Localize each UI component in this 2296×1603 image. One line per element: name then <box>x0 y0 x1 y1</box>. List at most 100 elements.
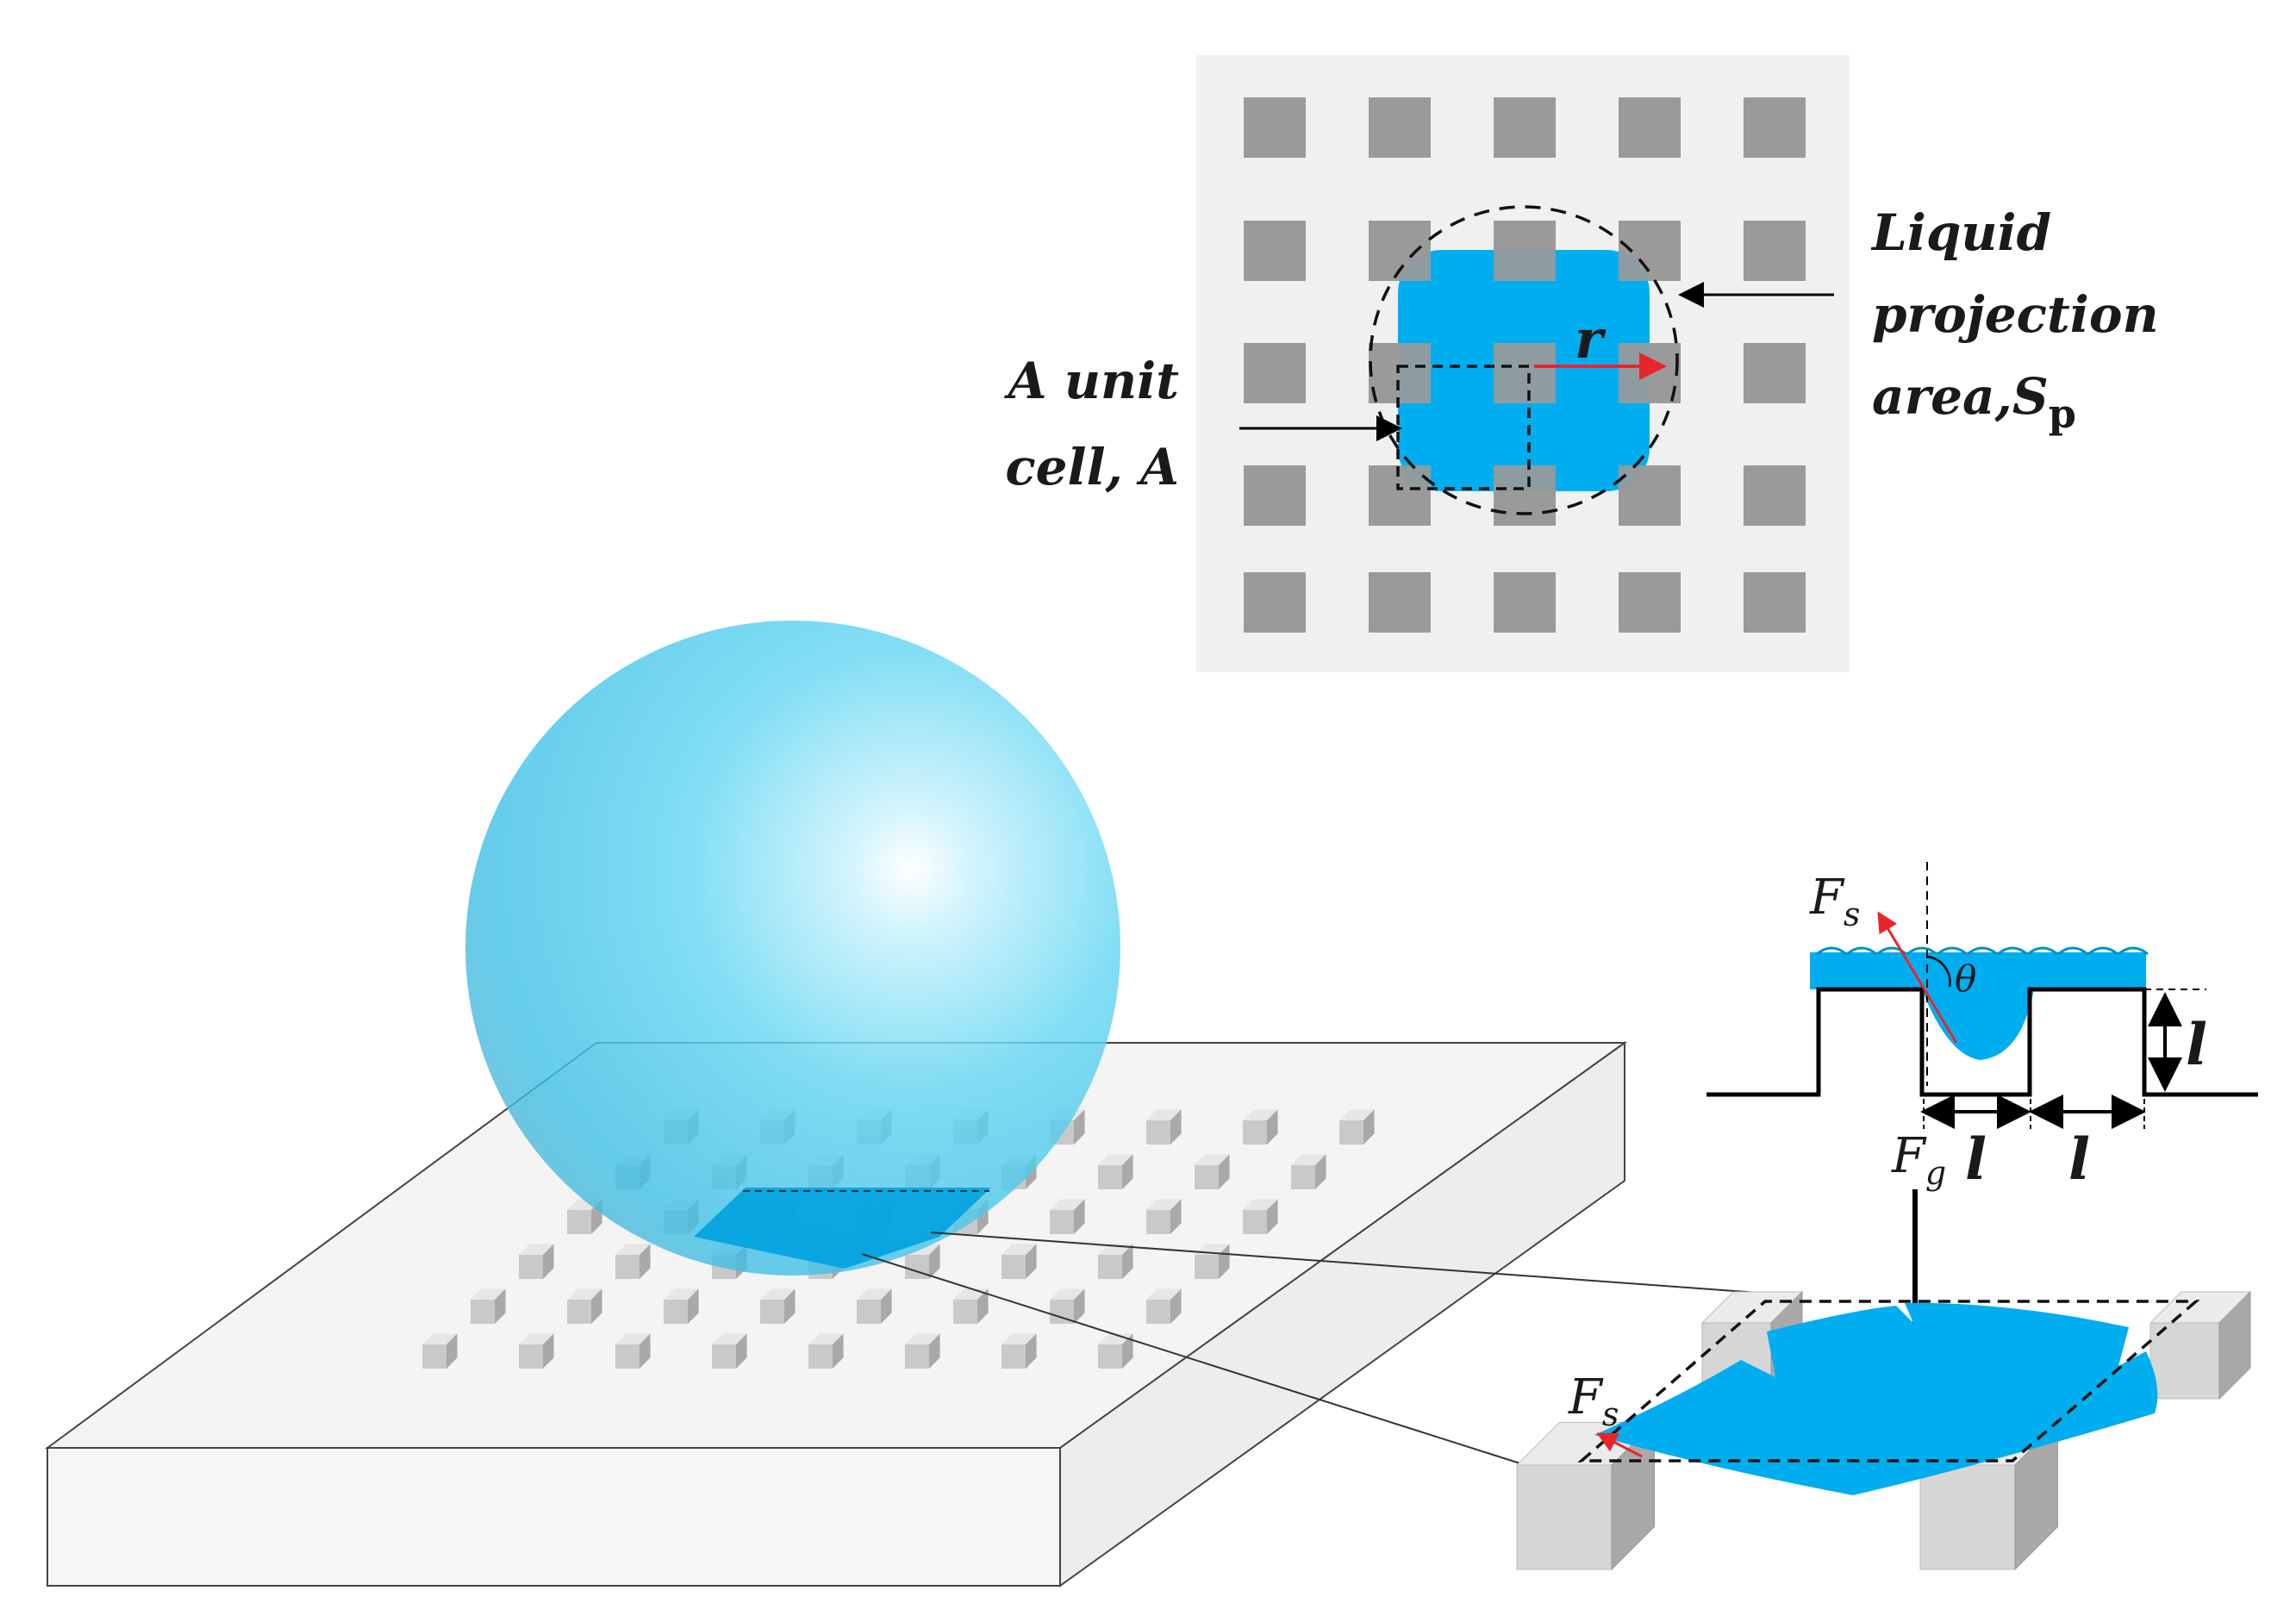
slab-pillar-42-top <box>519 1333 554 1344</box>
slab-pillar-42 <box>519 1333 554 1369</box>
slab-pillar-38-side <box>977 1288 989 1324</box>
slab-pillar-16-front <box>1291 1165 1315 1189</box>
top-pillar-r5-c4 <box>1619 572 1681 633</box>
slab-pillar-34-front <box>567 1300 591 1324</box>
projection-pillar-8 <box>1494 465 1556 526</box>
slab-pillar-47-side <box>1026 1333 1037 1369</box>
top-pillar-r1-c1 <box>1244 97 1306 158</box>
ripple-10 <box>2087 946 2118 956</box>
slab-pillar-40-side <box>1170 1288 1182 1324</box>
cross-section-detail: θ Fs l l l Fg <box>1706 862 2258 1397</box>
slab-pillar-46-front <box>905 1344 929 1369</box>
ripple-4 <box>1906 946 1937 956</box>
contact-angle-arc <box>1926 955 1951 988</box>
slab-pillar-44 <box>712 1333 747 1369</box>
slab-pillar-35-front <box>664 1300 688 1324</box>
slab-pillar-37-front <box>857 1300 881 1324</box>
slab-pillar-34-top <box>567 1288 602 1300</box>
slab-pillar-32 <box>1195 1244 1230 1279</box>
liquid-label-line2: projection <box>1872 285 2159 344</box>
slab-front-face <box>47 1447 1061 1587</box>
detail-surface-tension-arrow <box>1596 1432 1643 1458</box>
slab-pillar-45-front <box>808 1344 833 1369</box>
slab-pillar-6-side <box>1170 1109 1182 1145</box>
slab-pillar-35-side <box>688 1288 699 1324</box>
top-pillar-r5-c3 <box>1494 572 1556 633</box>
slab-pillar-34 <box>567 1288 602 1324</box>
slab-pillar-31-front <box>1098 1255 1122 1279</box>
gap-length-label: l <box>1965 1126 1987 1193</box>
slab-pillar-36-top <box>760 1288 795 1300</box>
slab-pillar-14-front <box>1098 1165 1122 1189</box>
slab-pillar-48-side <box>1122 1333 1133 1369</box>
gravity-force-label: Fg <box>1891 1128 1946 1192</box>
slab-pillar-30 <box>1001 1244 1037 1279</box>
slab-pillar-23-front <box>1146 1210 1170 1234</box>
slab-pillar-25-side <box>543 1244 554 1279</box>
slab-pillar-45 <box>808 1333 844 1369</box>
slab-side-face <box>1059 1041 1625 1587</box>
slab-pillar-36-side <box>784 1288 795 1324</box>
pillar-length-label: l <box>2068 1126 2090 1193</box>
projection-pillar-7 <box>1369 465 1431 526</box>
slab-pillar-7-side <box>1267 1109 1278 1145</box>
projection-pillar-2 <box>1494 221 1556 281</box>
slab-pillar-14-top <box>1098 1154 1133 1165</box>
top-pillar-r5-c1 <box>1244 572 1306 633</box>
ripple-5 <box>1937 946 1968 956</box>
slab-pillar-8-top <box>1339 1109 1375 1120</box>
ripple-3 <box>1876 946 1907 956</box>
slab-pillar-15-front <box>1195 1165 1219 1189</box>
slab-pillar-24-front <box>1243 1210 1267 1234</box>
slab-pillar-22-side <box>1074 1199 1085 1234</box>
unit-cell-3d-detail: Fs <box>1515 1290 2252 1571</box>
slab-pillar-46-top <box>905 1333 940 1344</box>
radius-label: r <box>1575 308 1607 371</box>
pillar-profile <box>1706 987 2258 1097</box>
projection-pillar-3 <box>1619 221 1681 281</box>
slab-pillar-33-side <box>495 1288 506 1324</box>
droplet-contact-patch <box>694 1188 991 1269</box>
surface-force-label: Fs <box>1809 870 1860 933</box>
slab-pillar-29-front <box>905 1255 929 1279</box>
slab-pillar-41-front <box>422 1344 446 1369</box>
slab-pillar-8 <box>1339 1109 1375 1145</box>
droplet-sphere <box>465 621 1120 1276</box>
slab-pillar-22-front <box>1050 1210 1074 1234</box>
slab-pillar-46-side <box>929 1333 940 1369</box>
slab-pillar-31-side <box>1122 1244 1133 1279</box>
slab-pillar-15-top <box>1195 1154 1230 1165</box>
zoom-line-lower <box>861 1253 1526 1466</box>
slab-pillar-26-front <box>615 1255 640 1279</box>
slab-pillar-30-side <box>1026 1244 1037 1279</box>
slab-pillar-43 <box>615 1333 651 1369</box>
slab-pillar-36-front <box>760 1300 784 1324</box>
slab-pillar-17-front <box>567 1210 591 1234</box>
detail-water-film <box>1594 1302 2158 1495</box>
ripple-11 <box>2118 946 2149 956</box>
detail-pillar-back-right-side <box>2218 1290 2251 1400</box>
cross-section-water <box>1810 952 2146 1060</box>
slab-pillar-47-top <box>1001 1333 1037 1344</box>
slab-pillar-43-side <box>640 1333 651 1369</box>
top-pillar-r1-c3 <box>1494 97 1556 158</box>
slab-pillar-39-front <box>1050 1300 1074 1324</box>
slab-pillar-39 <box>1050 1288 1085 1324</box>
ripple-6 <box>1967 946 1998 956</box>
projection-pillar-4 <box>1369 343 1431 403</box>
slab-pillar-48-front <box>1098 1344 1122 1369</box>
top-pillar-r4-c1 <box>1244 465 1306 526</box>
liquid-projection-shape <box>1369 221 1681 526</box>
unit-cell-label-line1: A unit <box>1004 352 1180 410</box>
slab-pillar-43-top <box>615 1333 651 1344</box>
slab-pillar-25-top <box>519 1244 554 1255</box>
slab-pillar-14 <box>1098 1154 1133 1189</box>
slab-pillar-26-top <box>615 1244 651 1255</box>
unit-cell-outline <box>1396 365 1531 490</box>
slab-pillar-30-front <box>1001 1255 1026 1279</box>
slab-pillar-6-front <box>1146 1120 1170 1145</box>
slab-pillar-38-front <box>953 1300 977 1324</box>
slab-pillar-6-top <box>1146 1109 1182 1120</box>
slab-pillar-41-side <box>446 1333 458 1369</box>
slab-pillar-32-front <box>1195 1255 1219 1279</box>
